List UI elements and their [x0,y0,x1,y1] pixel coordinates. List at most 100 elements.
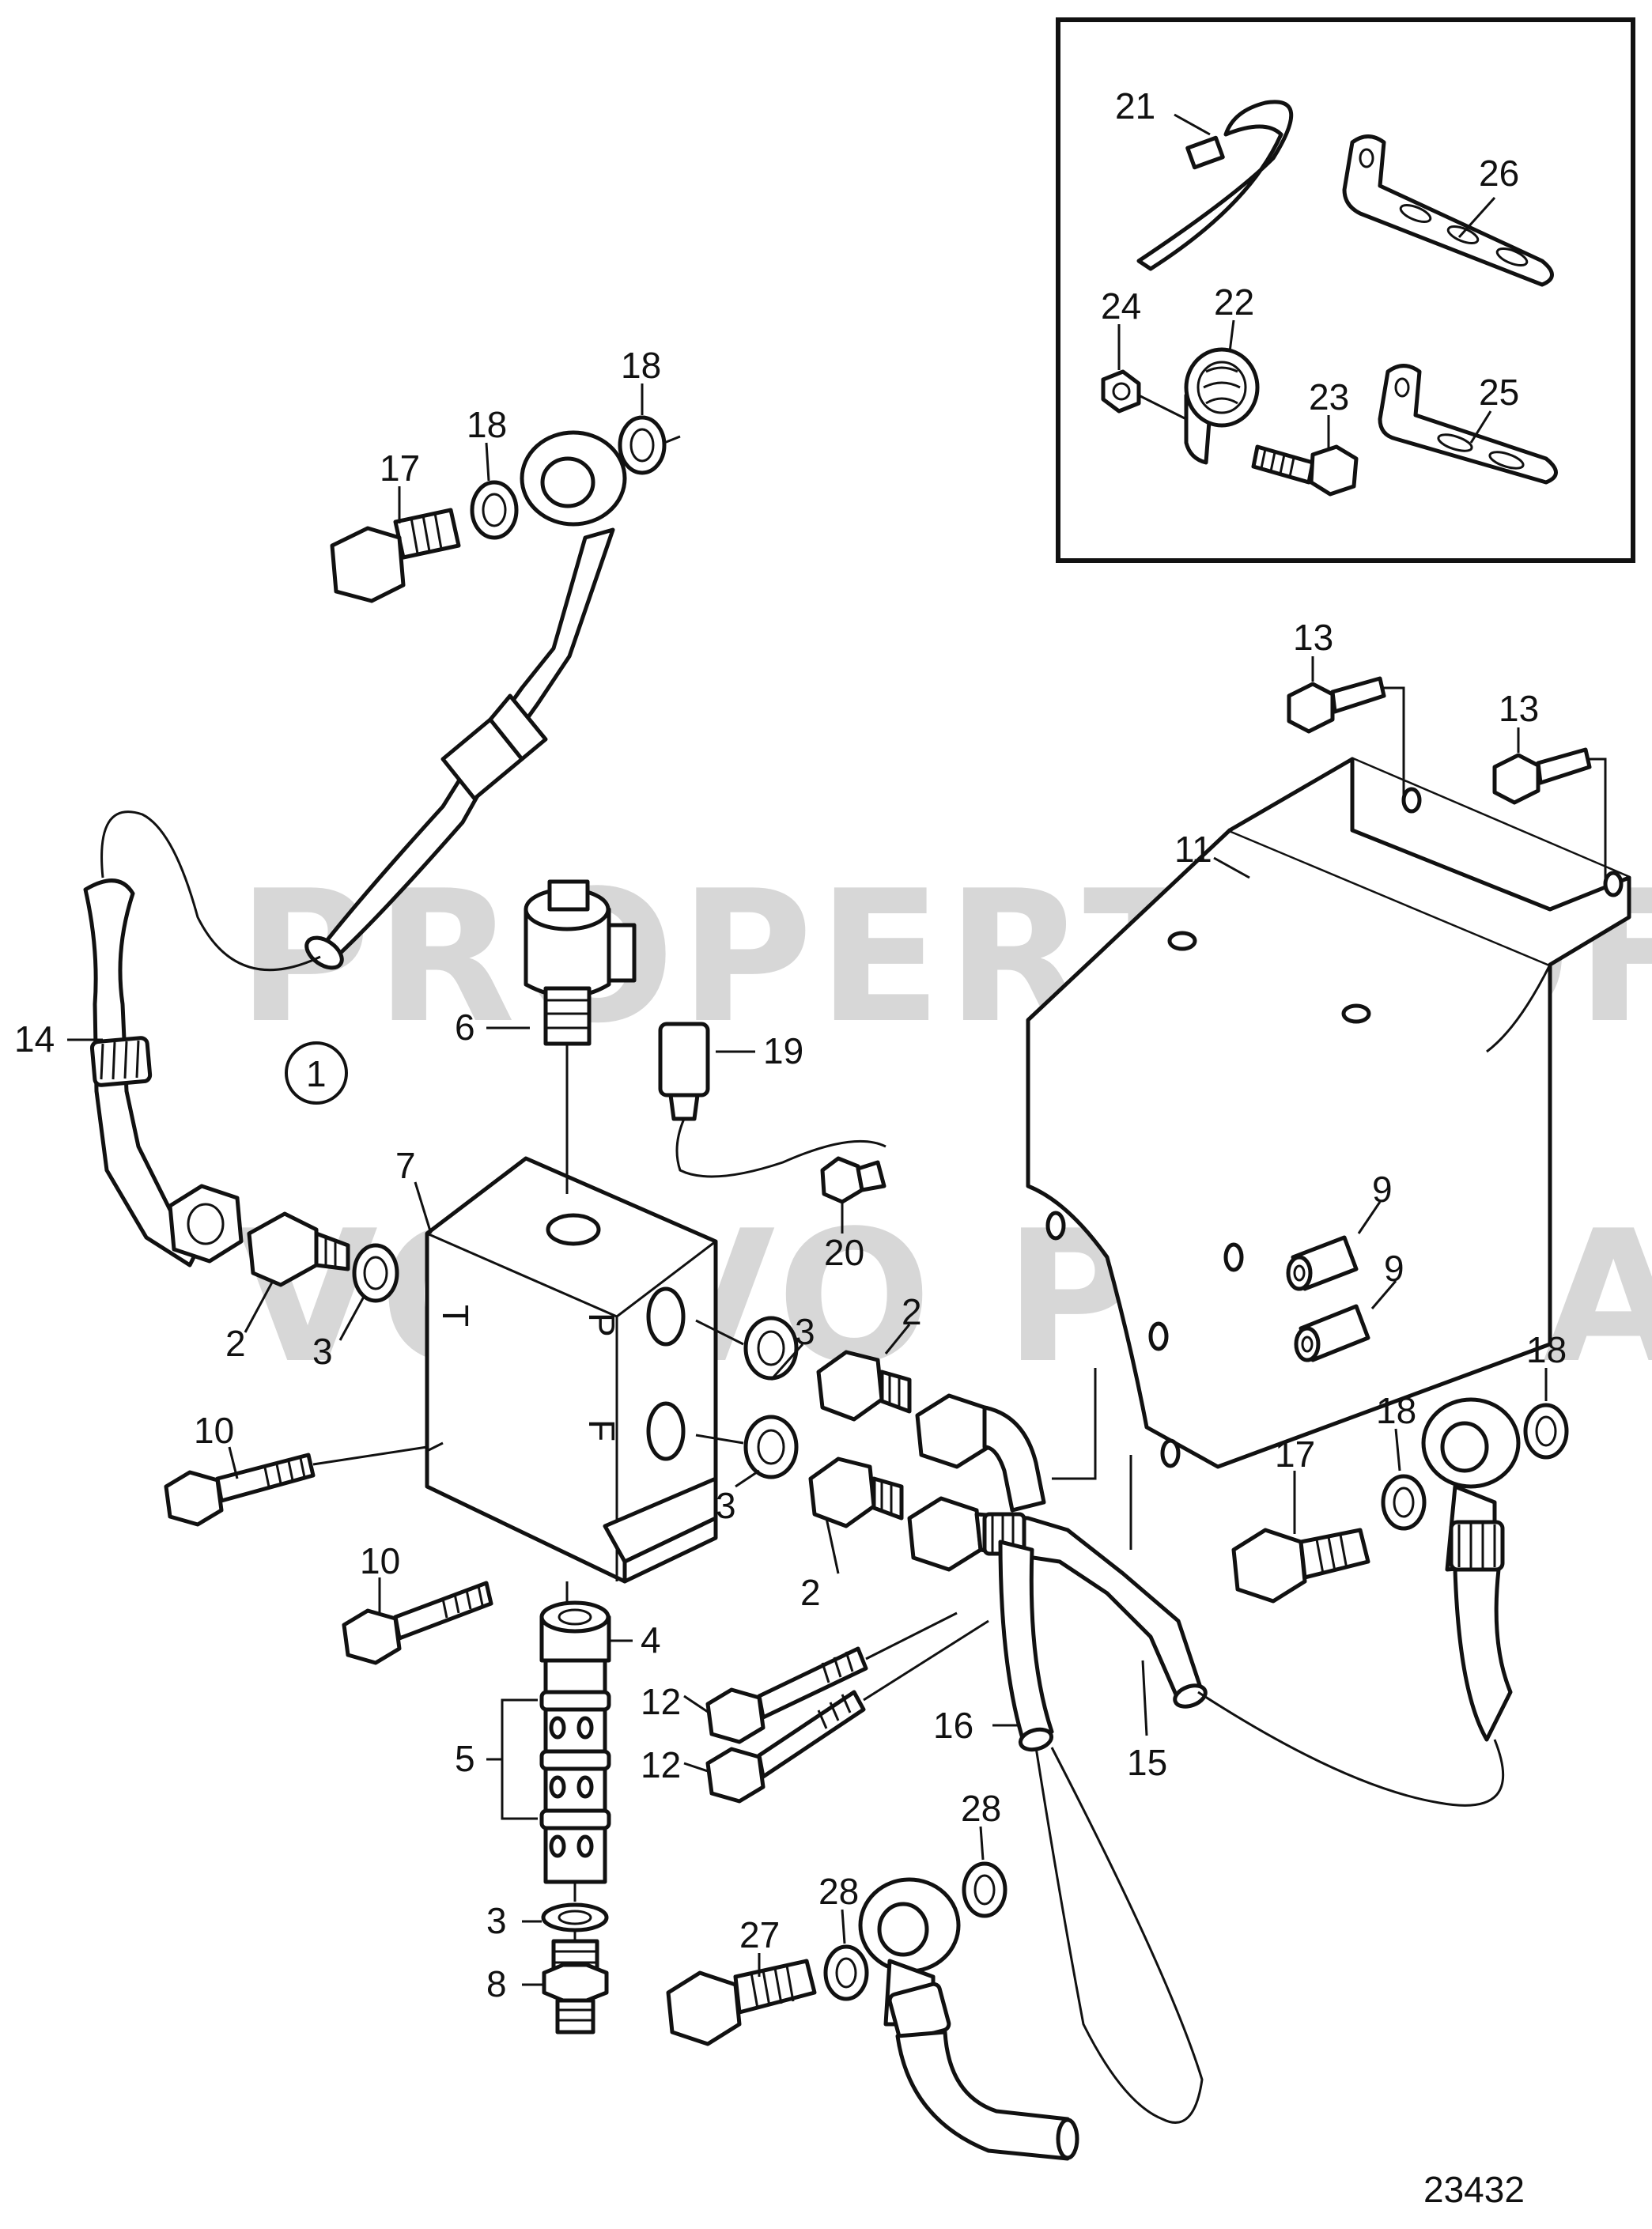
group-marker-circle [285,1041,348,1105]
bolt-12-b [705,1690,866,1804]
clamp-22 [1184,347,1260,465]
washer-3-lower [743,1415,799,1479]
callout-24: 24 [1101,285,1141,327]
bolt-10-b [342,1581,493,1665]
banjo-bolt-17-right [1231,1528,1370,1604]
callout-16: 16 [933,1705,973,1746]
connector-19 [658,1022,886,1178]
callout-9-a: 9 [1372,1169,1393,1210]
washer-18-b [618,415,667,475]
callout-22: 22 [1214,281,1254,323]
hose-14 [83,878,208,1268]
hose-elbow-lower [907,1496,1204,1702]
bolt-10-a [164,1453,316,1527]
callout-10-b: 10 [360,1540,400,1581]
callout-23: 23 [1309,376,1349,417]
washer-18-c [1381,1474,1427,1531]
callout-8: 8 [486,1963,507,2004]
washer-18-d [1523,1403,1569,1460]
callouts: 21 26 22 24 23 25 18 18 17 13 13 11 14 6… [14,85,1567,2004]
leader-22-24 [1138,394,1187,421]
washer-28-b [962,1861,1007,1918]
routing-line-16 [1034,1747,1204,2124]
bracket-11 [1026,757,1631,1469]
group-marker-label: 1 [306,1053,327,1094]
bottom-hose-assembly [858,1877,1079,2161]
bracket-26 [1342,134,1554,287]
callout-12-b: 12 [641,1744,681,1785]
port-label-p: P [581,1313,622,1337]
routing-line-14 [100,810,321,972]
banjo-bolt-17-top [330,508,461,603]
right-hose-assembly [1421,1397,1521,1742]
washer-3-upper [743,1316,799,1381]
callout-18-a: 18 [621,345,661,386]
washer-18-a [470,480,519,540]
callout-14: 14 [14,1018,55,1060]
callout-12-a: 12 [641,1681,681,1722]
leader-lines [67,113,1548,1986]
hose-elbow-upper [915,1393,1046,1513]
callout-13-b: 13 [1499,688,1539,729]
callout-3-c: 3 [716,1485,736,1526]
callout-10-a: 10 [194,1410,234,1451]
callout-3-b: 3 [795,1311,815,1352]
routing-line-15 [1197,1691,1505,1807]
callout-11: 11 [1174,829,1212,870]
callout-18-c: 18 [1376,1390,1416,1431]
washer-3-bottom [541,1902,609,1932]
cartridge-4 [539,1600,611,1663]
callout-15: 15 [1127,1742,1167,1783]
callout-20: 20 [824,1232,864,1273]
upper-hose-assembly [304,430,627,970]
callout-19: 19 [763,1030,803,1071]
inset-frame [1056,17,1635,563]
callout-21: 21 [1115,85,1155,127]
callout-27: 27 [739,1914,780,1955]
drawing-number: 23432 [1423,2169,1525,2210]
cable-tie [1136,100,1294,271]
screw-13-a [1287,676,1386,734]
fitting-2-upper [816,1350,912,1422]
callout-2-c: 2 [800,1572,821,1613]
banjo-bolt-27 [666,1959,817,2046]
callout-2-b: 2 [902,1291,922,1332]
cartridge-body-5 [539,1658,611,1884]
callout-28-a: 28 [961,1788,1001,1829]
fitting-2-lower [808,1456,904,1528]
callout-13-a: 13 [1293,617,1333,658]
callout-3-d: 3 [486,1900,507,1941]
port-label-f: F [581,1419,622,1441]
callout-5: 5 [455,1738,475,1779]
callout-18-b: 18 [467,404,507,445]
spacer-9-b [1294,1304,1370,1362]
callout-3-a: 3 [312,1331,333,1372]
callout-25: 25 [1479,372,1519,413]
callout-4: 4 [641,1619,661,1660]
callout-26: 26 [1479,153,1519,194]
screw-13-b [1492,747,1592,805]
bracket-25 [1378,364,1558,485]
screw-23 [1251,444,1359,497]
plug-8 [542,1939,609,2034]
hose-16 [998,1540,1054,1752]
washer-3-left [352,1243,399,1303]
plug-20 [820,1156,886,1204]
callout-17-a: 17 [380,448,420,489]
callout-6: 6 [455,1007,475,1048]
bolt-12-a [705,1646,868,1744]
solenoid-6 [524,879,637,1046]
valve-block-7: T P F [425,1156,718,1584]
fitting-2-left [168,1184,350,1287]
callout-18-d: 18 [1526,1329,1567,1370]
spacer-9-a [1286,1235,1359,1291]
nut-24 [1101,369,1141,414]
callout-28-b: 28 [818,1871,859,1912]
callout-17-b: 17 [1275,1434,1315,1475]
callout-7: 7 [395,1145,416,1186]
port-label-t: T [435,1305,476,1327]
washer-28-a [823,1944,869,2001]
callout-2-a: 2 [225,1323,246,1364]
callout-9-b: 9 [1384,1248,1404,1289]
